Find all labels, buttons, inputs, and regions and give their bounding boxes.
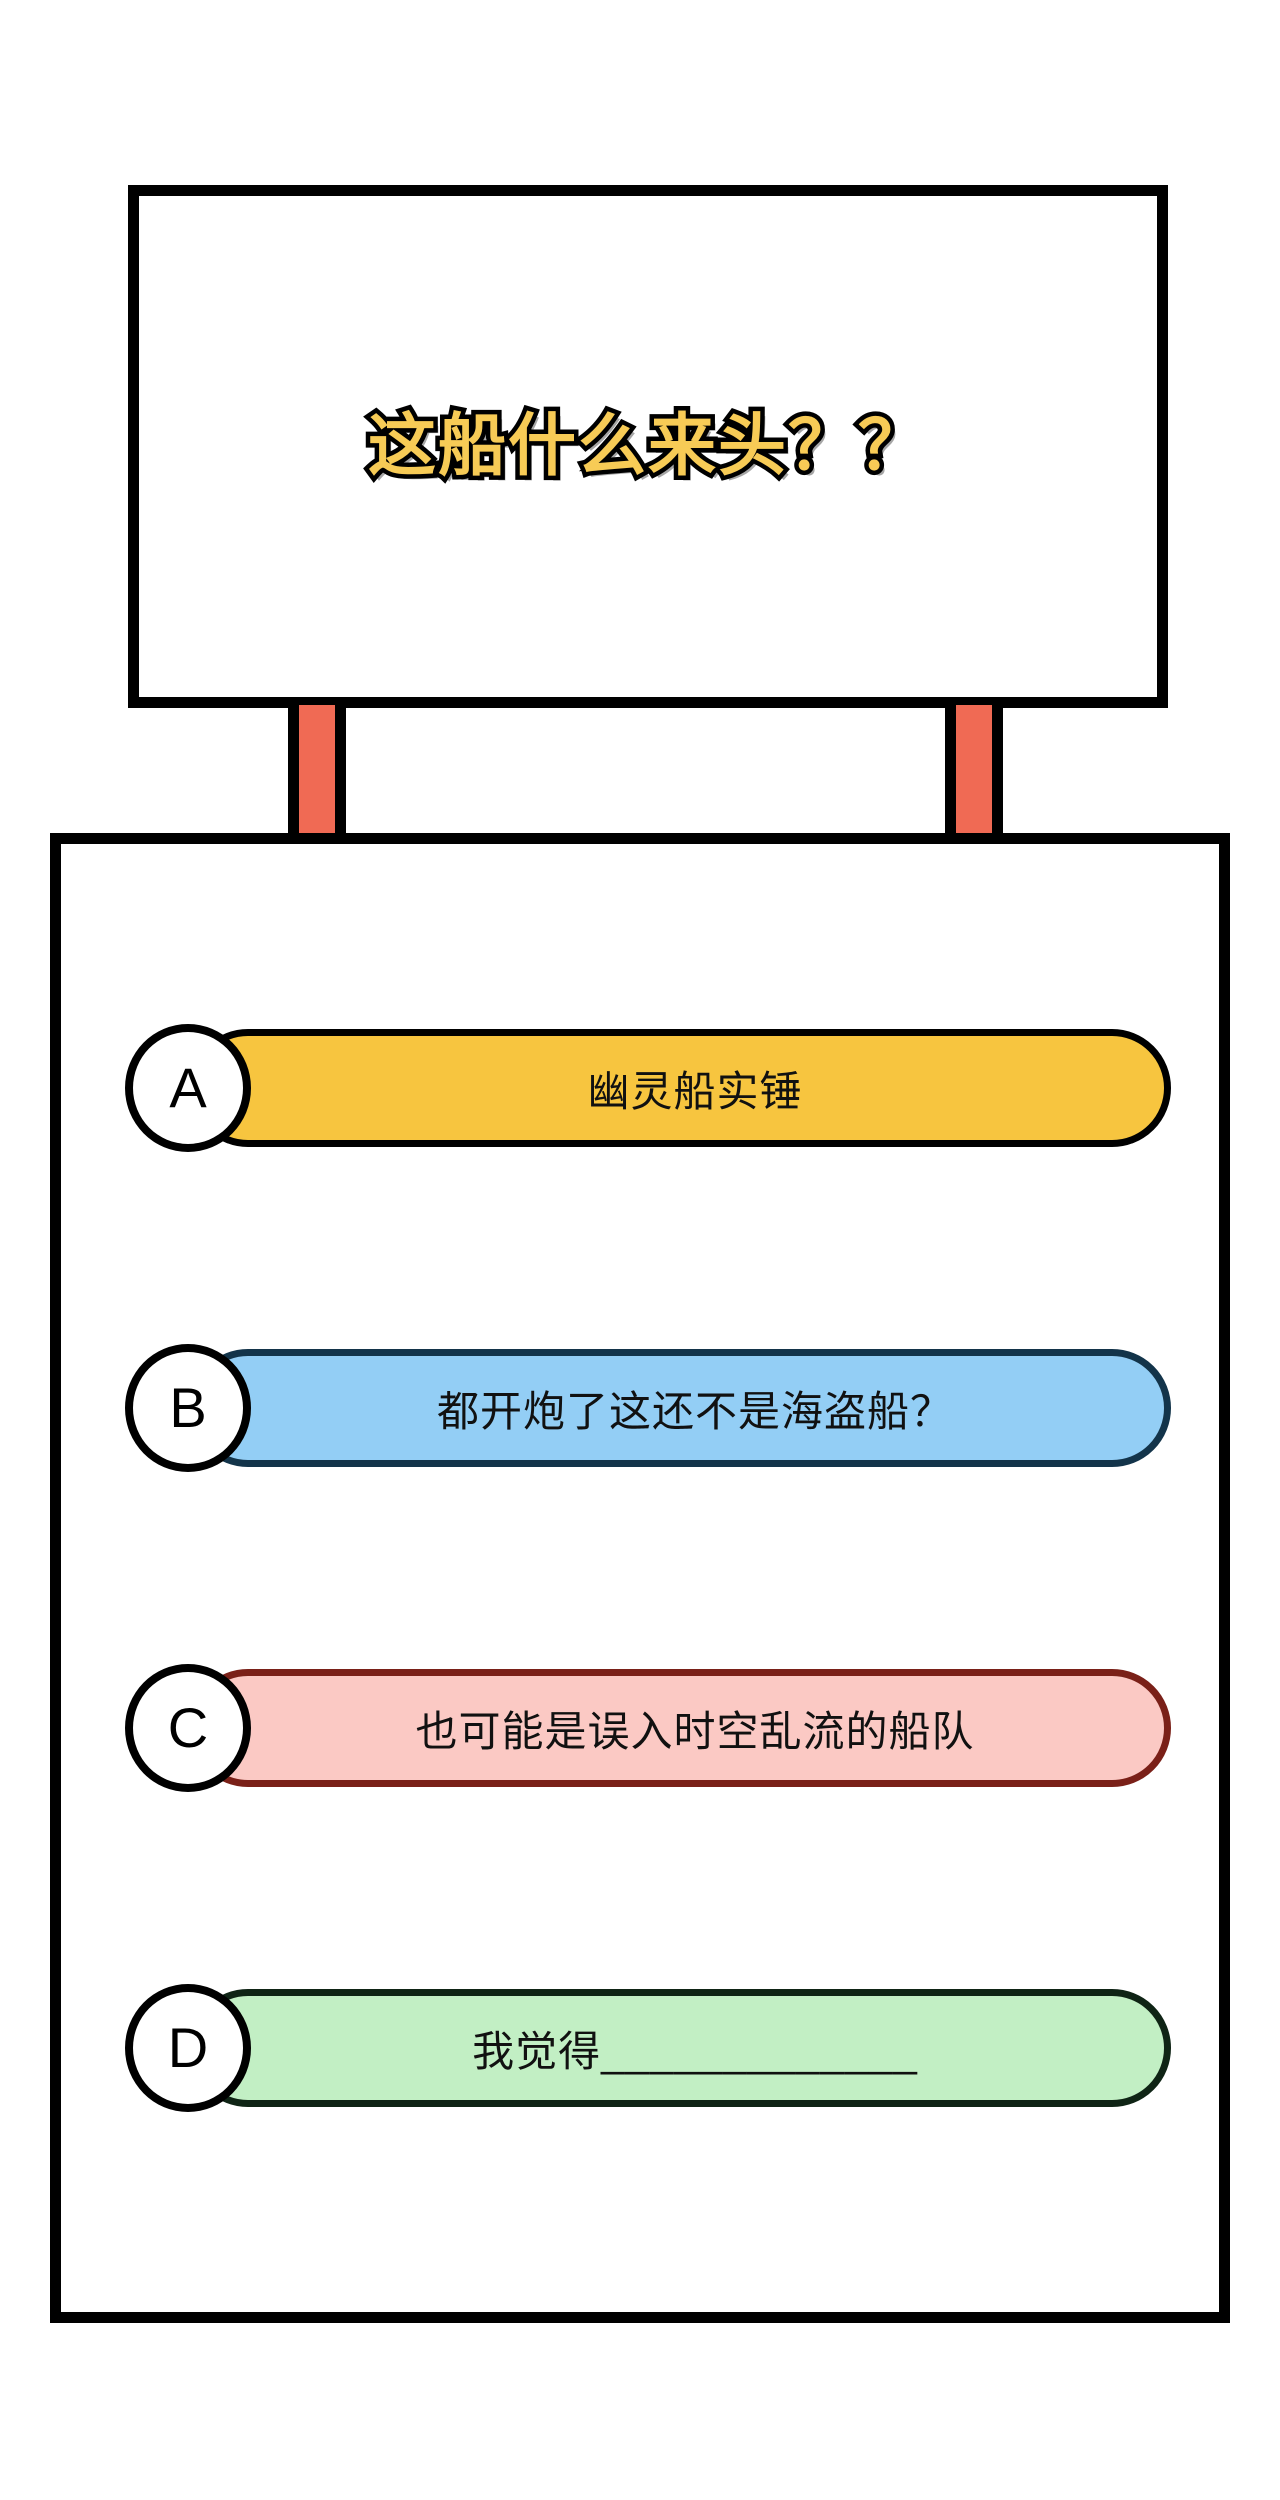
- question-title: 这船什么来头？？: [363, 404, 930, 488]
- option-badge-b[interactable]: B: [125, 1344, 251, 1472]
- option-letter-d: D: [167, 2016, 209, 2079]
- option-badge-c[interactable]: C: [125, 1664, 251, 1792]
- banner-support-post-left: [288, 705, 346, 835]
- option-letter-a: A: [169, 1056, 207, 1119]
- option-letter-b: B: [169, 1376, 207, 1439]
- option-row-a[interactable]: 幽灵船实锤 A: [111, 1024, 1171, 1152]
- option-pill-c[interactable]: 也可能是误入时空乱流的船队: [189, 1669, 1171, 1787]
- option-letter-c: C: [167, 1696, 209, 1759]
- option-pill-b[interactable]: 都开炮了这还不是海盗船？: [189, 1349, 1171, 1467]
- option-badge-d[interactable]: D: [125, 1984, 251, 2112]
- option-row-c[interactable]: 也可能是误入时空乱流的船队 C: [111, 1664, 1171, 1792]
- question-banner-board: 这船什么来头？？: [128, 185, 1168, 708]
- option-row-d[interactable]: 我觉得_____________ D: [111, 1984, 1171, 2112]
- answer-options-panel: 幽灵船实锤 A 都开炮了这还不是海盗船？ B 也可能是误入时空乱流的船队: [50, 833, 1230, 2323]
- banner-support-post-right: [945, 705, 1003, 835]
- option-pill-d[interactable]: 我觉得_____________: [189, 1989, 1171, 2107]
- options-list: 幽灵船实锤 A 都开炮了这还不是海盗船？ B 也可能是误入时空乱流的船队: [61, 844, 1219, 2312]
- option-label-d: 我觉得_____________: [472, 2027, 918, 2075]
- option-label-a: 幽灵船实锤: [587, 1067, 803, 1115]
- option-row-b[interactable]: 都开炮了这还不是海盗船？ B: [111, 1344, 1171, 1472]
- option-label-c: 也可能是误入时空乱流的船队: [415, 1707, 975, 1755]
- option-pill-a[interactable]: 幽灵船实锤: [189, 1029, 1171, 1147]
- option-label-b: 都开炮了这还不是海盗船？: [436, 1387, 953, 1435]
- option-badge-a[interactable]: A: [125, 1024, 251, 1152]
